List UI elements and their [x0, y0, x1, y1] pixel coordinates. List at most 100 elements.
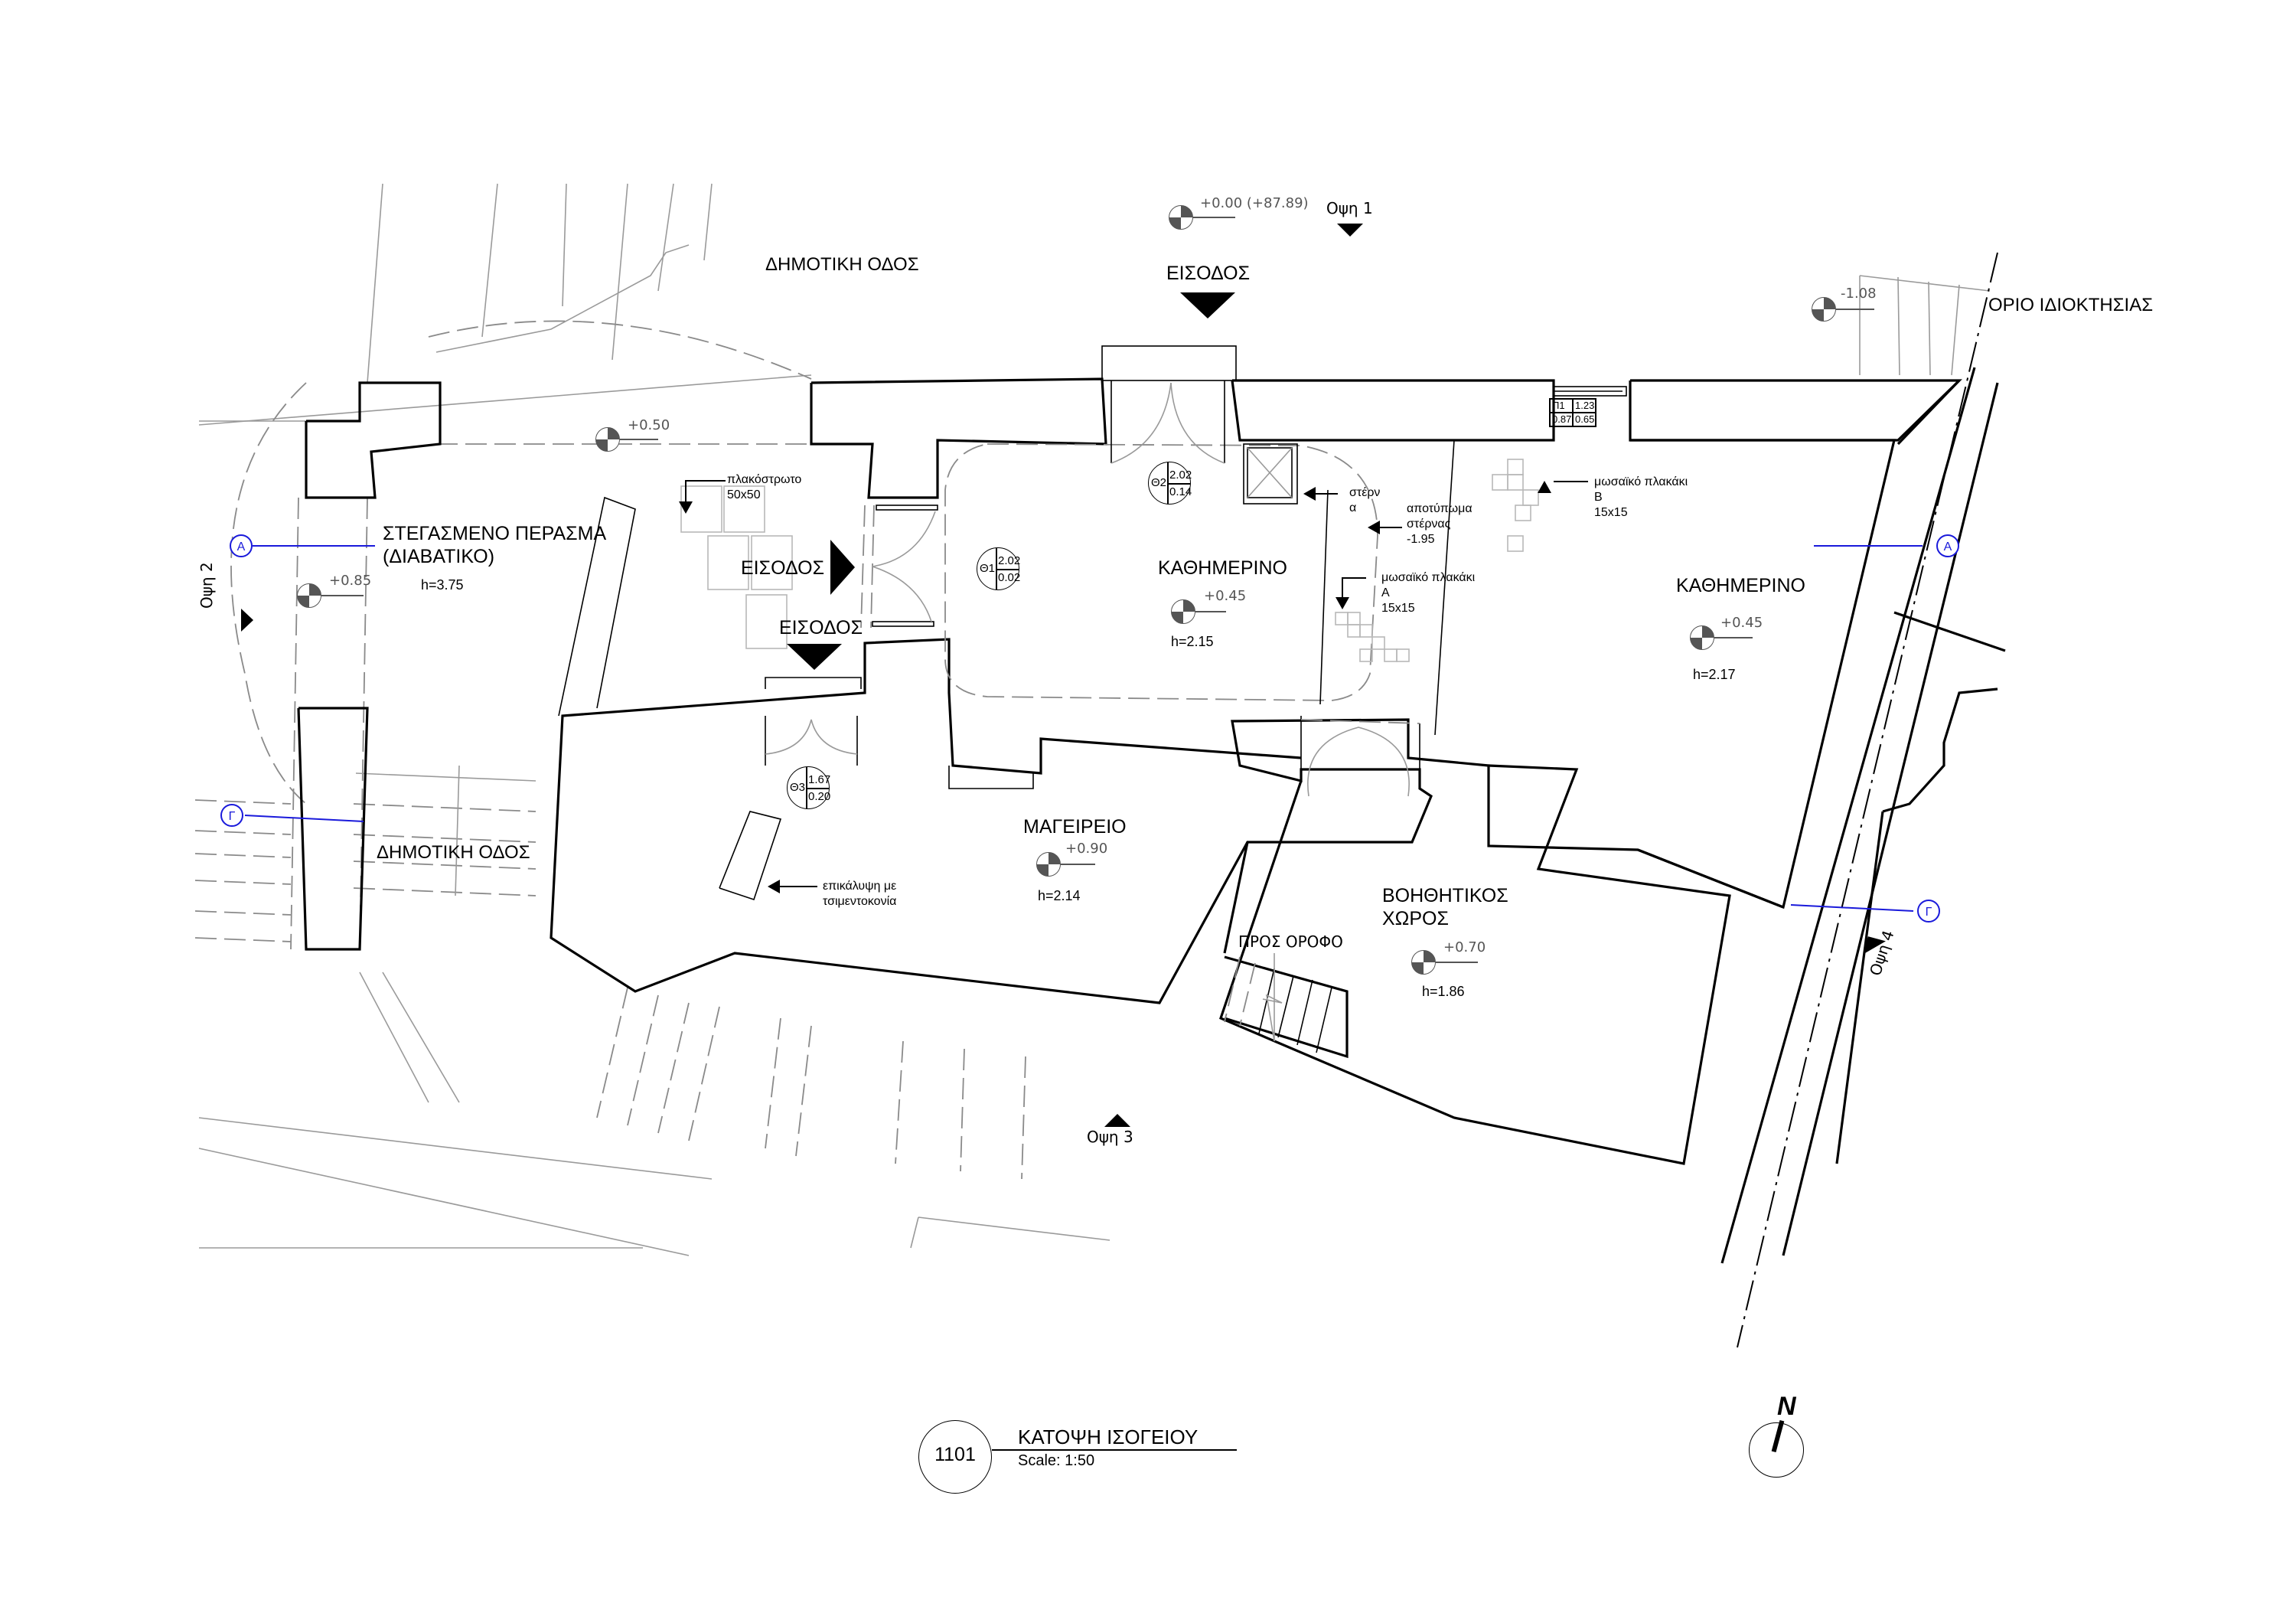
tag-divider — [996, 569, 1019, 570]
annotation-line: -1.95 — [1407, 533, 1435, 546]
room-name-kitchen: ΜΑΓΕΙΡΕΙΟ — [1023, 816, 1127, 838]
arrow-down-icon — [679, 501, 693, 514]
level-boundary: -1.08 — [1841, 286, 1877, 302]
room-height-passage: h=3.75 — [421, 577, 464, 593]
annotation-cistern: στέρν α — [1349, 485, 1380, 516]
entrance-arrow-icon — [1180, 292, 1235, 318]
level-marker-icon — [297, 583, 321, 608]
view-label-3: Οψη 3 — [1087, 1128, 1133, 1146]
door-tag-height: 2.02 — [998, 554, 1021, 567]
annotation-line: πλακόστρωτο — [727, 473, 802, 486]
leader-line — [1342, 577, 1366, 579]
annotation-line: α — [1349, 501, 1357, 514]
leader-line — [1379, 527, 1402, 528]
leader-line — [685, 480, 726, 482]
annotation-line: στέρνας — [1407, 518, 1451, 531]
room-name-living-2: ΚΑΘΗΜΕΡΙΝΟ — [1676, 575, 1805, 596]
door-tag-width: 0.20 — [808, 790, 831, 803]
roof-outline — [944, 443, 1378, 701]
room-name-living-1: ΚΑΘΗΜΕΡΙΝΟ — [1158, 557, 1287, 579]
window-tag-p1: Π1 1.23 0.87 0.65 — [1549, 398, 1596, 427]
section-marker-a-right: Α — [1936, 534, 1959, 557]
property-boundary-label: ΟΡΙΟ ΙΔΙΟΚΤΗΣΙΑΣ — [1988, 295, 2154, 315]
tag-divider — [806, 788, 829, 789]
room-height-kitchen: h=2.14 — [1038, 888, 1081, 903]
room-height-living-1: h=2.15 — [1171, 634, 1214, 649]
annotation-mosaic-b: μωσαϊκό πλακάκι Β 15x15 — [1594, 475, 1688, 521]
annotation-cement: επικάλυψη με τσιμεντοκονία — [823, 879, 896, 909]
tag-divider — [1167, 483, 1190, 485]
room-name-passage: ΣΤΕΓΑΣΜΕΝΟ ΠΕΡΑΣΜΑ (ΔΙΑΒΑΤΙΚΟ) — [383, 522, 606, 568]
room-level-living-2: +0.45 — [1720, 615, 1763, 631]
leader-line — [1315, 493, 1338, 495]
section-marker-a-left: Α — [230, 534, 253, 557]
level-marker-icon — [595, 427, 620, 452]
annotation-line: αποτύπωμα — [1407, 502, 1473, 515]
level-marker-icon — [1169, 205, 1193, 230]
door-tag-id: Θ2 — [1151, 476, 1167, 489]
annotation-line: επικάλυψη με — [823, 880, 897, 893]
drawing-scale: Scale: 1:50 — [1018, 1452, 1095, 1469]
leader-line — [1554, 481, 1588, 482]
arrow-left-icon — [768, 880, 780, 893]
site-context — [194, 183, 1991, 1256]
section-marker-g-left: Γ — [220, 804, 243, 827]
annotation-paving: πλακόστρωτο 50x50 — [727, 472, 801, 503]
window-p1 — [1553, 386, 1627, 397]
door-tag-id: Θ1 — [980, 562, 996, 575]
level-passage: +0.85 — [329, 573, 372, 589]
annotation-line: Α — [1381, 586, 1390, 599]
entrance-label-lower: ΕΙΣΟΔΟΣ — [779, 617, 863, 638]
window-tag-value: 1.23 — [1573, 399, 1596, 413]
level-marker-icon — [1690, 625, 1714, 650]
level-leader — [1714, 637, 1753, 638]
room-name: ΒΟΗΘΗΤΙΚΟΣ — [1382, 885, 1508, 906]
window-tag-id: Π1 — [1550, 399, 1573, 413]
view-arrow-icon — [1337, 224, 1363, 237]
annotation-line: στέρν — [1349, 486, 1381, 499]
cistern — [1243, 439, 1455, 736]
annotation-cistern-trace: αποτύπωμα στέρνας -1.95 — [1407, 501, 1473, 547]
level-leader — [1436, 962, 1478, 963]
street-label-top: ΔΗΜΟΤΙΚΗ ΟΔΟΣ — [765, 254, 919, 275]
mosaic-tiles — [1335, 459, 1539, 662]
doors — [765, 345, 1420, 797]
level-marker-icon — [1036, 852, 1061, 877]
annotation-line: τσιμεντοκονία — [823, 895, 897, 908]
room-name-line2: (ΔΙΑΒΑΤΙΚΟ) — [383, 546, 495, 567]
title-underline — [992, 1449, 1237, 1451]
level-street: +0.00 (+87.89) — [1200, 195, 1309, 211]
level-leader — [1195, 611, 1226, 612]
leader-line — [779, 886, 817, 887]
level-marker-icon — [1411, 950, 1436, 975]
annotation-line: 15x15 — [1381, 602, 1415, 615]
north-arrow-circle — [1749, 1422, 1804, 1478]
door-tag-t3: Θ3 1.67 0.20 — [787, 766, 830, 809]
annotation-line: μωσαϊκό πλακάκι — [1381, 571, 1476, 584]
room-height-auxiliary: h=1.86 — [1422, 984, 1465, 999]
property-boundary — [1720, 252, 2006, 1348]
room-level-auxiliary: +0.70 — [1443, 939, 1486, 955]
level-leader — [1061, 864, 1095, 865]
stairs — [1224, 953, 1349, 1059]
stairs-label: ΠΡΟΣ ΟΡΟΦΟ — [1238, 932, 1343, 951]
door-tag-width: 0.14 — [1169, 485, 1192, 498]
street-label-left: ΔΗΜΟΤΙΚΗ ΟΔΟΣ — [377, 842, 530, 863]
entrance-label-top: ΕΙΣΟΔΟΣ — [1166, 263, 1251, 284]
window-tag-value: 0.65 — [1573, 413, 1596, 426]
annotation-line: μωσαϊκό πλακάκι — [1594, 475, 1688, 488]
annotation-mosaic-a: μωσαϊκό πλακάκι Α 15x15 — [1381, 570, 1475, 616]
room-height-living-2: h=2.17 — [1693, 667, 1736, 682]
view-arrow-icon — [241, 609, 253, 632]
annotation-line: 15x15 — [1594, 506, 1628, 519]
door-tag-id: Θ3 — [790, 781, 806, 794]
annotation-line: Β — [1594, 491, 1603, 504]
room-name-auxiliary: ΒΟΗΘΗΤΙΚΟΣ ΧΩΡΟΣ — [1382, 884, 1508, 930]
door-tag-t1: Θ1 2.02 0.02 — [977, 547, 1021, 590]
section-lines — [244, 545, 1923, 912]
door-tag-t2: Θ2 2.02 0.14 — [1148, 462, 1192, 505]
north-label: N — [1777, 1392, 1796, 1421]
level-marker-icon — [1812, 297, 1836, 322]
door-tag-width: 0.02 — [998, 571, 1021, 584]
drawing-number-circle — [918, 1420, 992, 1494]
